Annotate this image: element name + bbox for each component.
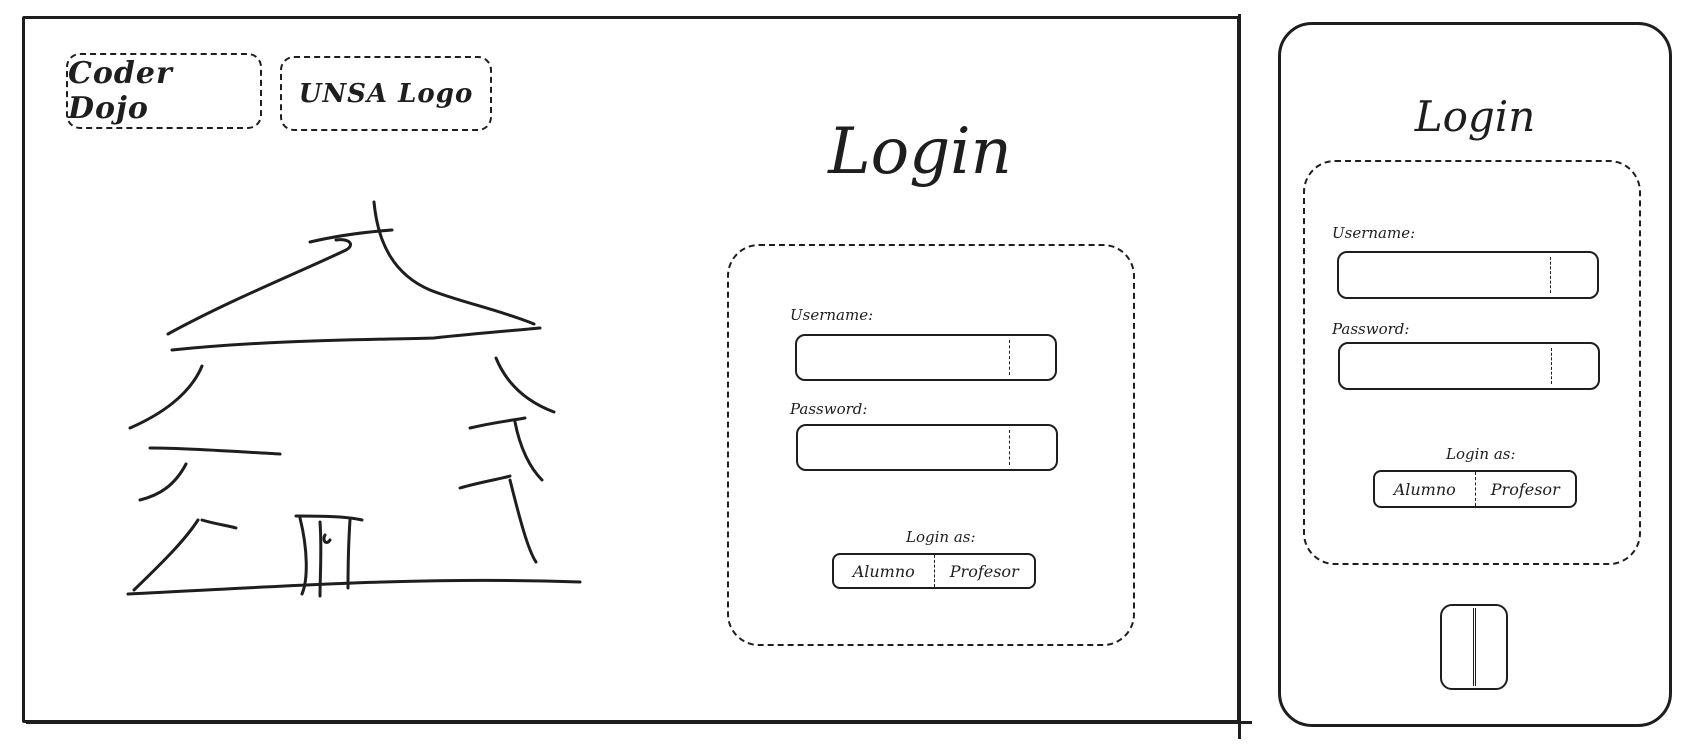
- desktop-frame-edge: [26, 721, 1252, 724]
- mobile-username-input[interactable]: [1337, 251, 1599, 299]
- desktop-username-label: Username:: [790, 306, 874, 324]
- profesor-option[interactable]: Profesor: [949, 561, 1019, 581]
- unsa-logo: UNSA Logo: [280, 56, 492, 131]
- home-button-divider: [1473, 608, 1476, 686]
- input-divider: [1550, 257, 1551, 293]
- desktop-frame-edge: [1238, 14, 1241, 739]
- mobile-password-label: Password:: [1332, 320, 1410, 338]
- mobile-login-as-label: Login as:: [1446, 445, 1516, 463]
- alumno-option[interactable]: Alumno: [834, 555, 935, 587]
- desktop-login-form: [727, 244, 1135, 646]
- pagoda-illustration-icon: [126, 200, 582, 598]
- desktop-password-input[interactable]: [796, 424, 1058, 471]
- desktop-password-label: Password:: [790, 400, 868, 418]
- mobile-password-input[interactable]: [1338, 342, 1600, 390]
- mobile-frame: [1278, 22, 1672, 727]
- desktop-login-as-label: Login as:: [906, 528, 976, 546]
- mobile-role-toggle[interactable]: Alumno Profesor: [1373, 470, 1577, 508]
- coder-dojo-logo: Coder Dojo: [66, 53, 262, 129]
- profesor-option[interactable]: Profesor: [1490, 479, 1560, 499]
- input-divider: [1009, 430, 1010, 465]
- home-button-icon[interactable]: [1440, 604, 1508, 690]
- desktop-username-input[interactable]: [795, 334, 1057, 381]
- logo-label: Coder Dojo: [68, 56, 173, 126]
- desktop-role-toggle[interactable]: Alumno Profesor: [832, 553, 1036, 589]
- input-divider: [1009, 340, 1010, 375]
- alumno-option[interactable]: Alumno: [1375, 472, 1476, 506]
- input-divider: [1551, 348, 1552, 384]
- mobile-login-form: [1303, 160, 1641, 565]
- mobile-username-label: Username:: [1332, 224, 1416, 242]
- desktop-login-title: Login: [828, 115, 1012, 189]
- logo-label: UNSA Logo: [298, 78, 474, 109]
- mobile-login-title: Login: [1414, 92, 1536, 141]
